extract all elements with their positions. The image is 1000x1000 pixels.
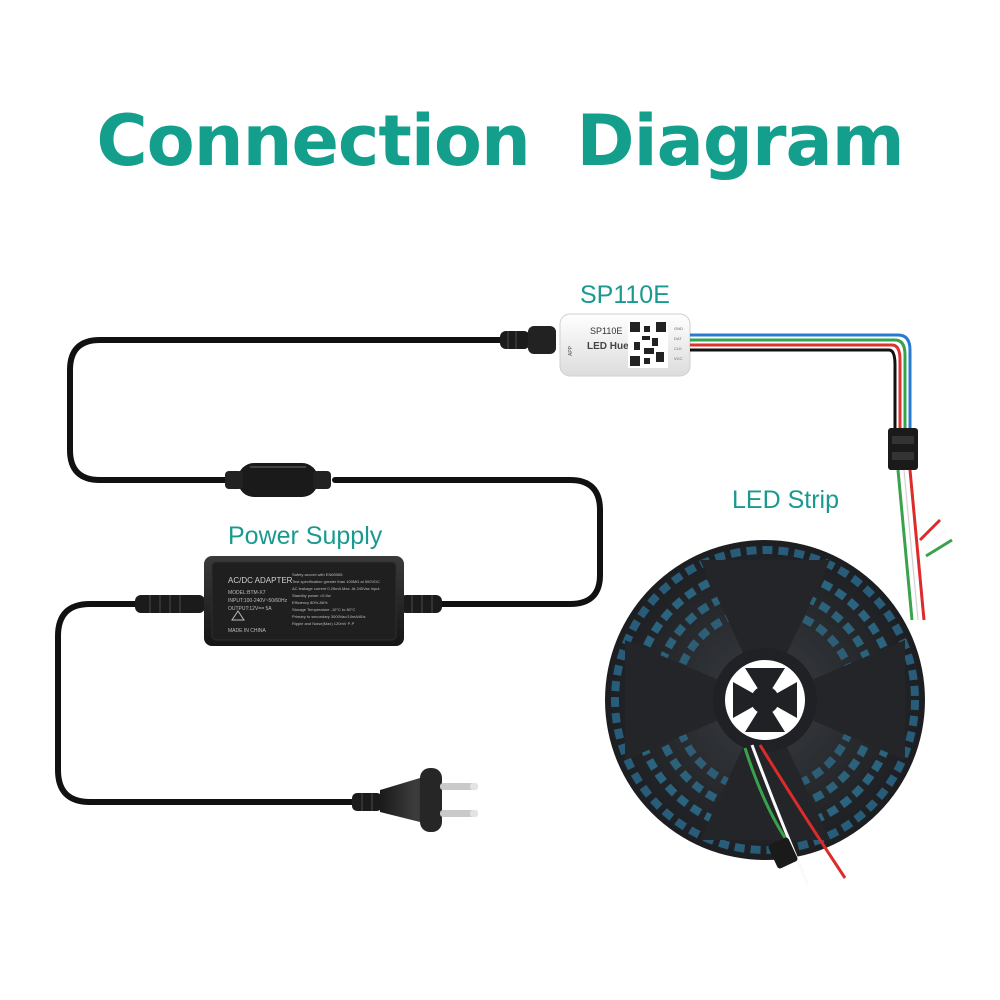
led-strip-label: LED Strip [732,486,839,514]
controller-pin-4: VCC [674,356,683,361]
adapter-heading: AC/DC ADAPTER [228,576,293,585]
controller-pin-3: CLK [674,346,682,351]
dc-jack [500,326,556,354]
ferrite-bead [238,463,318,497]
strip-tail-wires [743,744,847,886]
adapter-right-line-6: Storage Temperature -10°C to 80°C [292,607,355,612]
adapter-right-line-4: Standby power <0.5w [292,593,331,598]
adapter-right-line-5: Efficiency 80%-86% [292,600,328,605]
strip-tail-connector [768,837,798,869]
adapter-right-line-7: Primary to secondary 3000Vac/10mA/60s [292,614,366,619]
power-supply-label: Power Supply [228,522,383,550]
adapter-right-line-3: AC leakage current 0.25mA Max. At 240Vac… [292,586,380,591]
led-strip-reel [605,540,925,860]
adapter-made-in: MADE IN CHINA [228,628,266,634]
power-adapter: AC/DC ADAPTER MODEL:BTM-X7 INPUT:100-240… [204,556,404,646]
controller-pin-1: GND [674,326,683,331]
ac-input-cable [55,601,363,805]
controller-line2: LED Hue [587,341,629,352]
adapter-left-line-2: INPUT:100-240V~50/60Hz [228,598,288,604]
jst-connector [888,428,918,470]
dc-output-cable [67,337,603,607]
adapter-right-line-8: Ripple and Noise(Max) 120mV P-P [292,621,355,626]
sp110e-controller: SP110E LED Hue APP GND DAT CLK VCC [559,313,691,377]
page-title: Connection Diagram [96,100,904,182]
controller-output-wires [690,333,912,430]
strip-input-wires [896,469,953,621]
adapter-left-line-3: OUTPUT:12V== 5A [228,606,272,612]
qr-code-icon [628,320,668,368]
adapter-strain-relief-left [135,595,205,613]
controller-model: SP110E [590,326,622,336]
eu-power-plug [352,768,478,832]
adapter-right-line-2: Test specification greater than 100MΩ at… [292,579,380,584]
warning-icon [231,610,245,621]
dc-power-cable [0,0,260,606]
adapter-strain-relief-right [400,595,442,613]
controller-pin-2: DAT [674,336,682,341]
adapter-left-line-1: MODEL:BTM-X7 [228,590,266,596]
controller-label: SP110E [580,281,670,309]
adapter-right-line-1: Safety accord with EN60065 [292,572,343,577]
controller-line3: APP [568,345,574,356]
